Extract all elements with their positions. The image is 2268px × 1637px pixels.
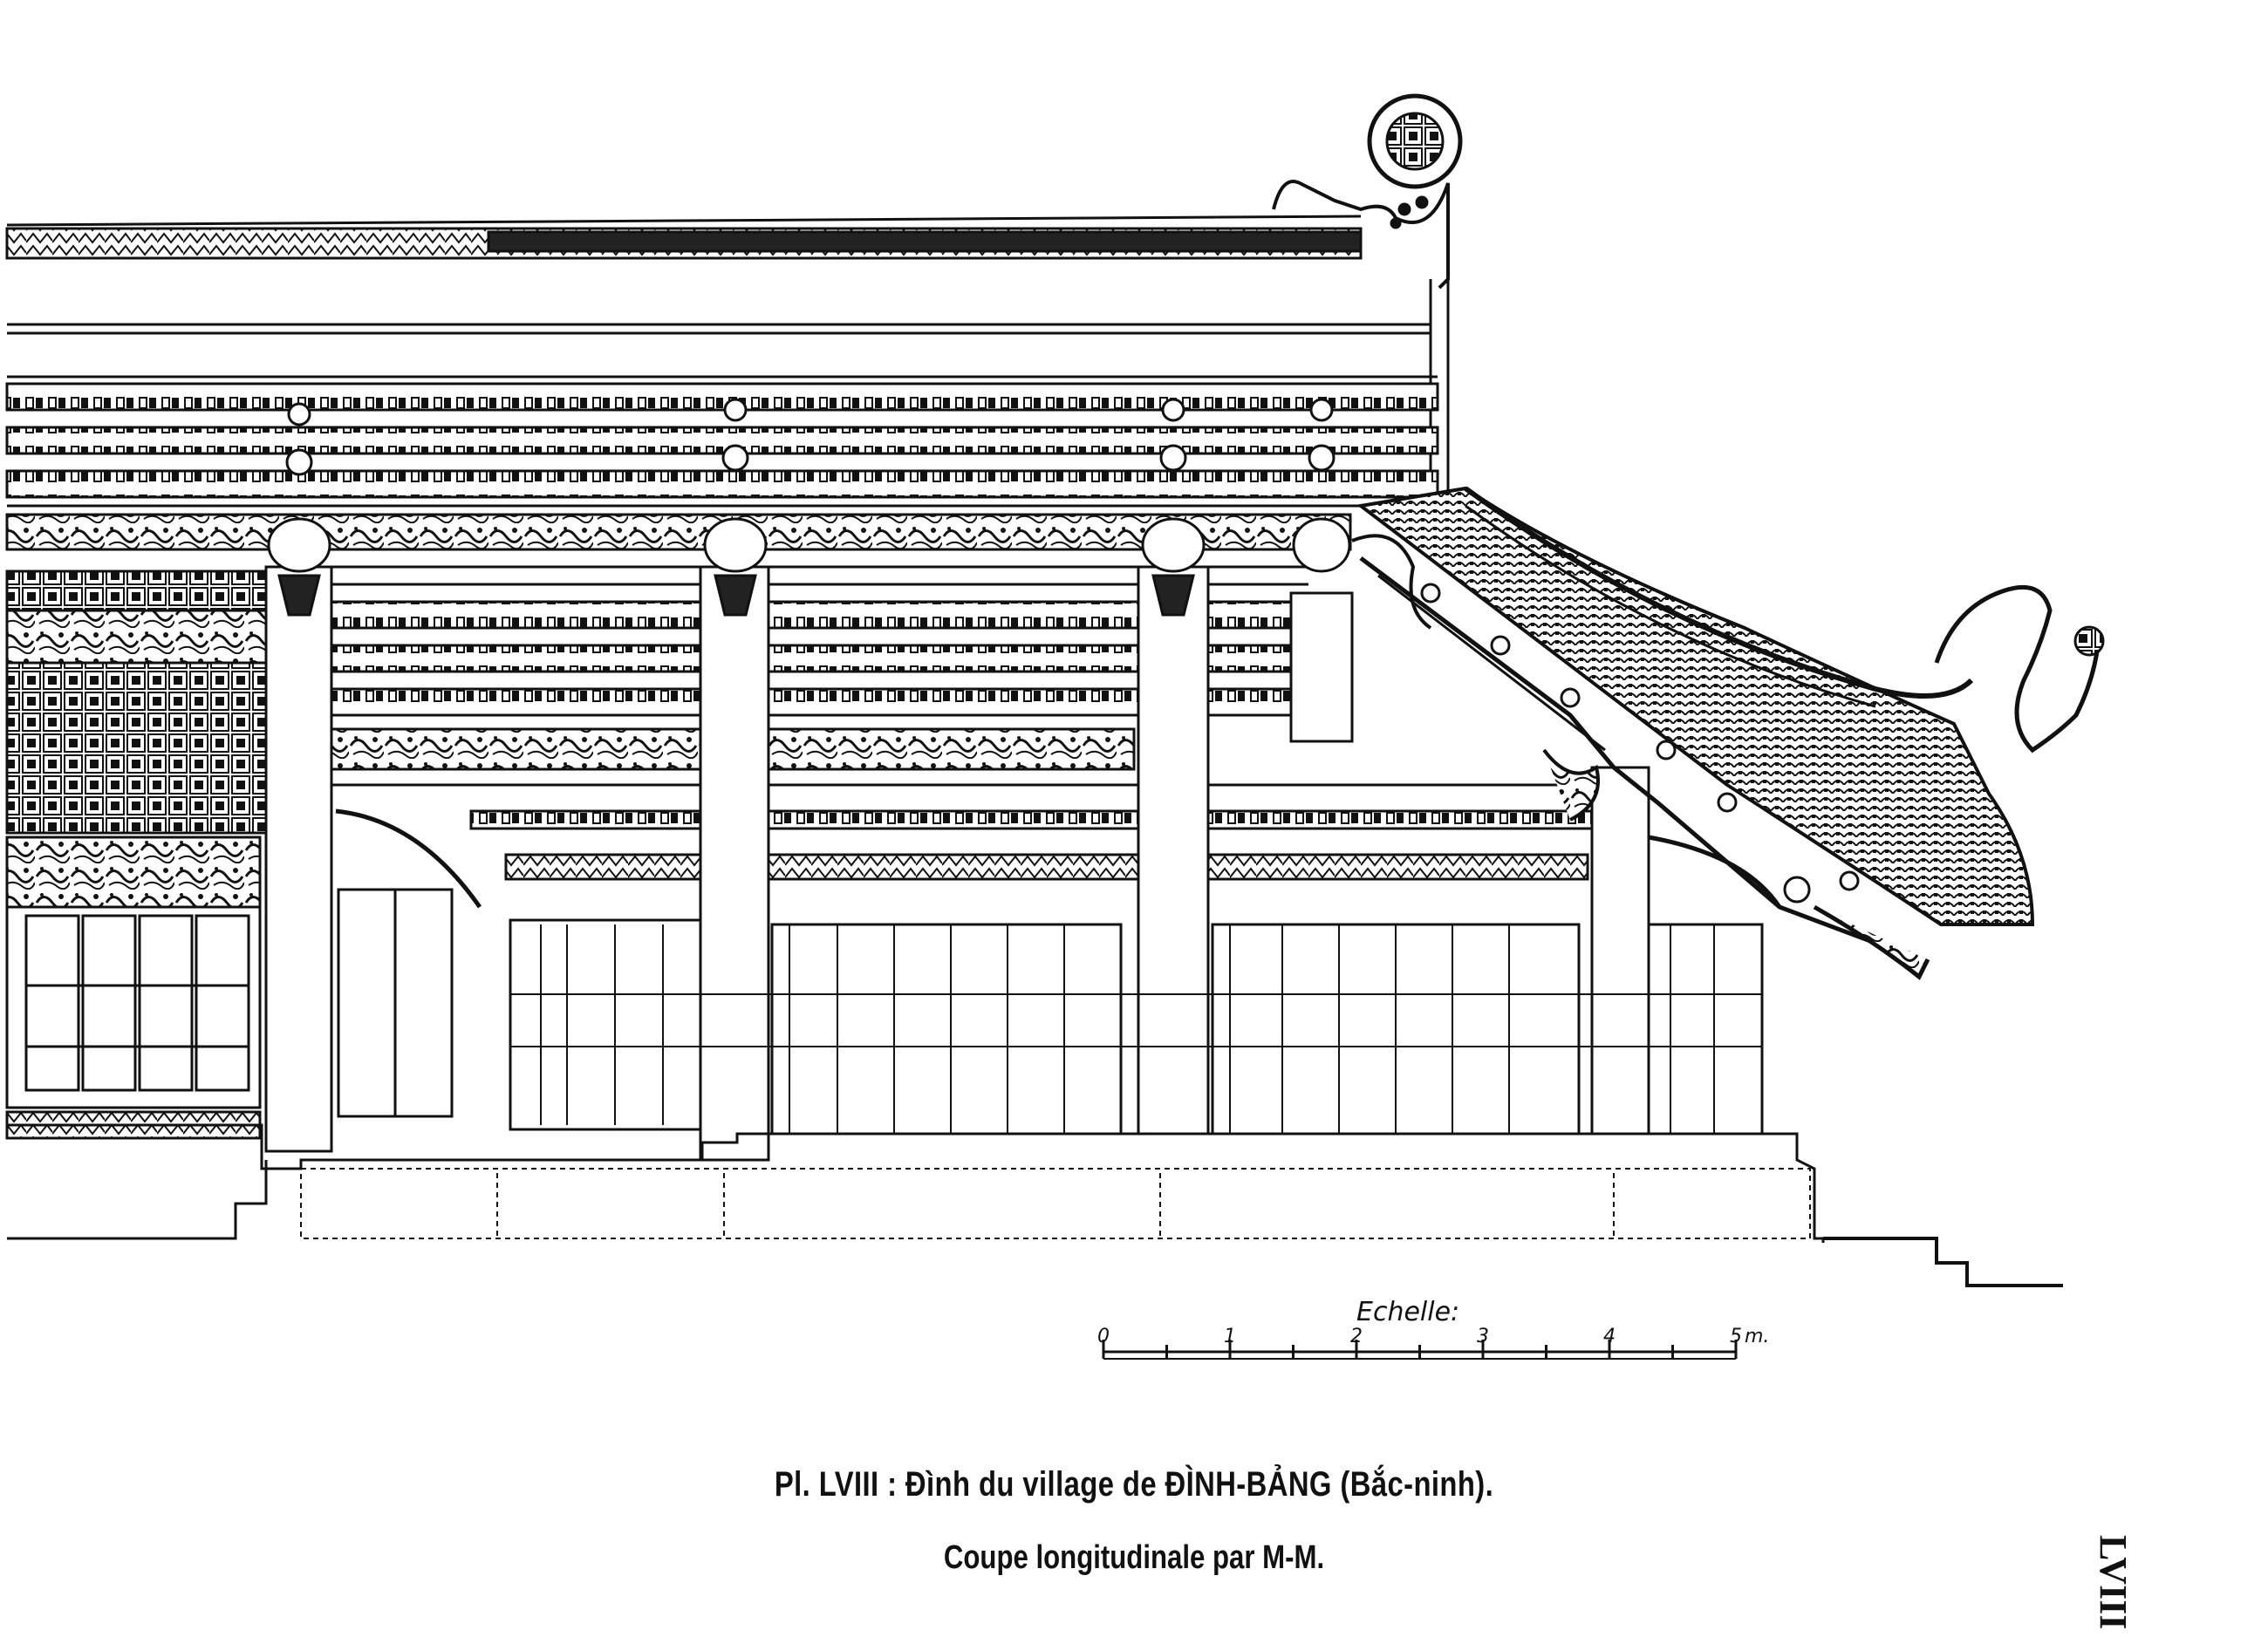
column-3 [1137, 565, 1210, 1136]
columns [264, 565, 1650, 1162]
scale-tick-label: 1 [1224, 1326, 1236, 1347]
column-capitals [267, 398, 1351, 617]
scale-tick-label: 3 [1477, 1326, 1489, 1347]
column-2 [699, 565, 770, 1162]
scale-title: Echelle: [1356, 1297, 1460, 1327]
column-1 [264, 565, 333, 1153]
left-windows [24, 914, 250, 1092]
upper-rafter-band [5, 382, 1439, 412]
scale-tick-label: 0 [1097, 1326, 1110, 1347]
scale-tick-label: 5 [1730, 1326, 1742, 1347]
scale-ticks [1102, 1340, 1738, 1359]
platform [7, 1123, 2063, 1287]
scale-unit: m. [1745, 1326, 1770, 1347]
plate-number-side: LVIII [2092, 1535, 2135, 1630]
plate-caption-title: Pl. LVIII : Đình du village de ĐÌNH-BẢNG… [774, 1465, 1494, 1504]
side-roof [1356, 486, 2035, 926]
eave-brackets [1351, 534, 1930, 980]
ridge-ornament [1272, 93, 1463, 290]
scale-bar [1102, 1340, 1738, 1360]
plate-caption-subtitle: Coupe longitudinale par M-M. [943, 1539, 1325, 1576]
scale-tick-label: 2 [1350, 1326, 1363, 1347]
carved-frieze-upper [5, 513, 1352, 551]
scale-tick-label: 4 [1603, 1326, 1616, 1347]
fret-band [504, 853, 1589, 881]
column-4 [1590, 766, 1650, 1136]
screen-walls [509, 918, 1764, 1136]
dragon-finial [1934, 584, 2101, 754]
